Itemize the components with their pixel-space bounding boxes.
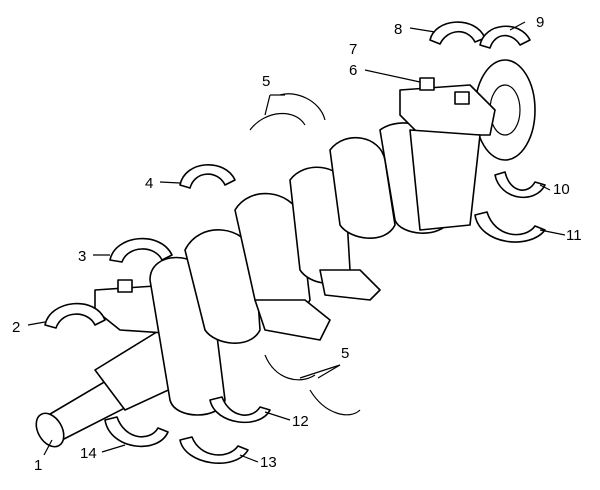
thrust-washer-upper-a (249, 112, 306, 131)
bearing-shell-13 (179, 436, 249, 464)
callout-14: 14 (80, 445, 97, 462)
callout-1: 1 (34, 457, 43, 474)
bearing-shells (44, 21, 546, 464)
callout-4: 4 (145, 175, 154, 192)
callout-2: 2 (12, 319, 21, 336)
bearing-shell-11 (474, 211, 546, 243)
leader-lines (27, 21, 566, 463)
thrust-washer-lower-b (309, 389, 361, 416)
callout-11: 11 (566, 227, 582, 244)
callout-8: 8 (394, 21, 403, 38)
callout-3: 3 (78, 248, 87, 265)
center-main-bearing-caps (254, 269, 381, 341)
bearing-shell-8 (429, 21, 486, 45)
bearing-shell-2 (44, 302, 106, 329)
rear-flange-and-cap (399, 59, 536, 231)
callout-5-lower: 5 (341, 345, 350, 362)
callout-7: 7 (349, 41, 358, 58)
callout-6: 6 (349, 62, 358, 79)
bearing-shell-10 (494, 171, 546, 199)
callout-10: 10 (553, 181, 570, 198)
thrust-washer-lower-a (264, 354, 316, 381)
bearing-shell-12 (209, 396, 271, 424)
bearing-shell-3 (109, 237, 173, 263)
callout-12: 12 (292, 413, 309, 430)
bearing-shell-4 (179, 164, 236, 189)
thrust-washer-upper-b (279, 93, 326, 121)
bearing-shell-9 (479, 25, 531, 49)
callout-9: 9 (536, 14, 545, 31)
callout-5-upper: 5 (262, 73, 271, 90)
callout-13: 13 (260, 454, 277, 471)
bearing-shell-14 (104, 416, 169, 448)
